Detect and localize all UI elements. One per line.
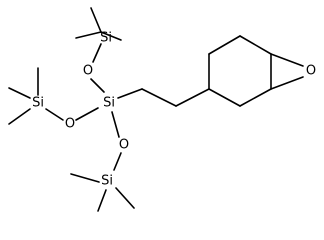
bond [8,87,31,99]
bond [111,111,120,138]
bond [208,35,241,55]
bond [270,76,304,90]
bond [97,189,107,212]
bond [75,107,99,121]
bond [117,88,143,99]
bond [113,152,122,171]
atom-labels: Si O Si O Si O Si O [32,31,316,189]
bond [8,108,31,125]
atom-si-left: Si [32,96,44,111]
atom-o-left: O [65,117,75,132]
bond [100,31,122,41]
bond [70,173,100,183]
bond [45,108,64,121]
atom-si-center: Si [103,96,115,111]
bonds [8,7,304,212]
atom-o-top: O [83,64,93,79]
atom-si-bottom: Si [101,174,113,189]
bond [92,43,102,63]
bond [239,88,272,107]
bond [141,88,177,107]
bond [175,88,210,107]
bond [90,78,105,93]
bond [115,187,135,209]
atom-o-epoxide: O [306,64,316,79]
bond [90,7,102,33]
molecule-structure: Si O Si O Si O Si O [8,7,316,212]
bond [239,35,272,55]
atom-o-bottom: O [119,138,129,153]
bond [75,31,102,39]
bond [208,88,241,107]
atom-si-top: Si [100,31,112,46]
bond [270,53,304,67]
